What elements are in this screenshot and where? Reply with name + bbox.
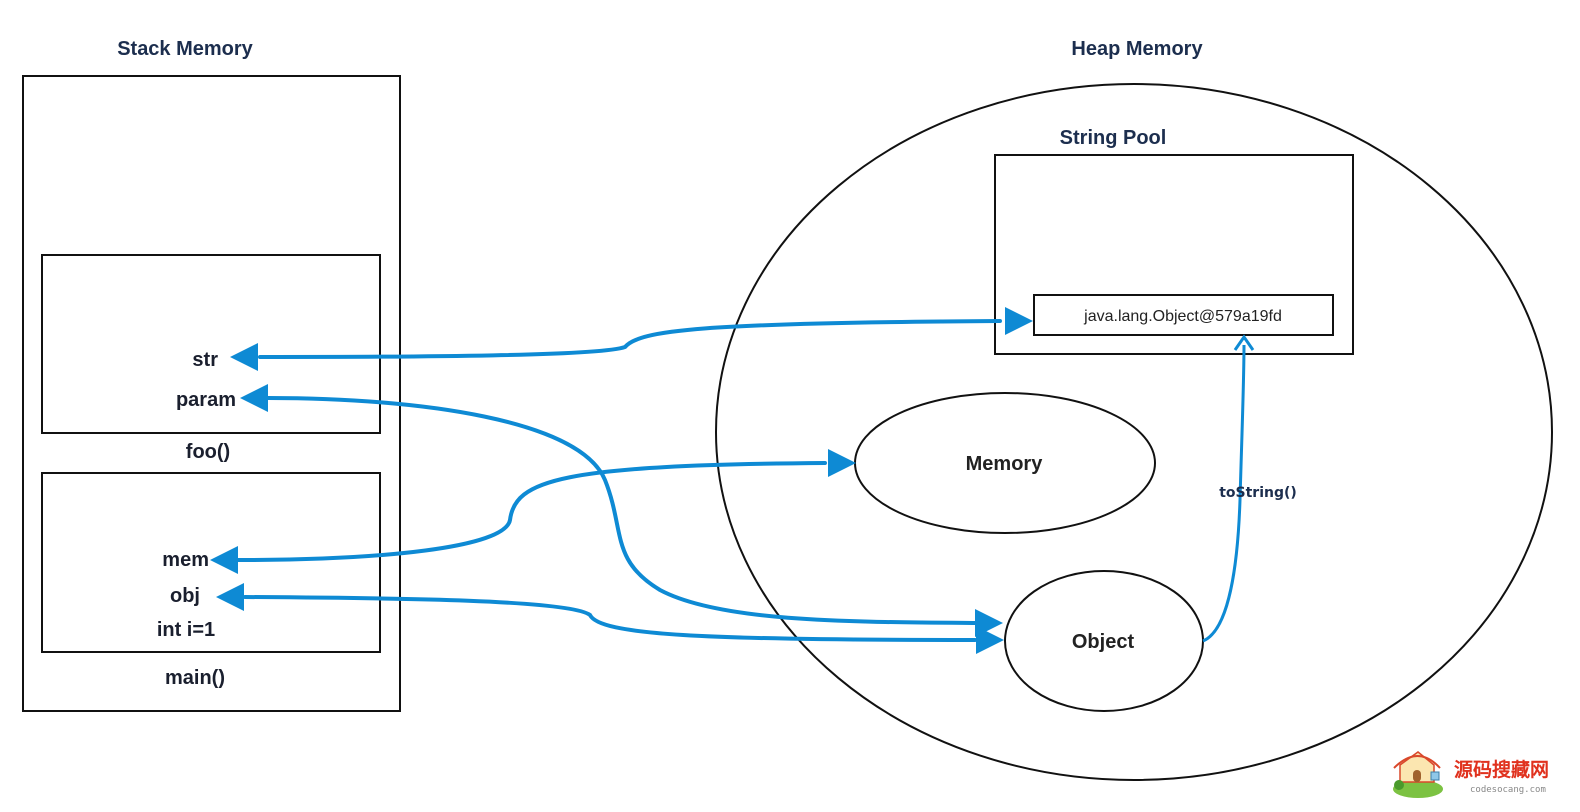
- string-pool-entry-box: [1033, 294, 1334, 336]
- string-pool-entry: java.lang.Object@579a19fd: [1083, 308, 1282, 325]
- main-frame-box: [41, 472, 381, 653]
- edge-line: [236, 461, 827, 562]
- arrowhead-str: [230, 343, 258, 371]
- foo-frame-label: foo(): [186, 441, 230, 463]
- heap-memory-ellipse: [715, 83, 1553, 781]
- tostring-label: toString(): [1219, 485, 1297, 501]
- main-frame-label: main(): [165, 667, 225, 689]
- edge-line: [1202, 344, 1246, 643]
- edge-line: [266, 396, 977, 625]
- foo-frame-box: [41, 254, 381, 434]
- edge-object-to-obj: [216, 583, 1004, 654]
- arrowhead-mem: [210, 546, 238, 574]
- var-obj: obj: [170, 585, 200, 607]
- string-pool-title: String Pool: [1060, 127, 1167, 149]
- stack-memory-box: [22, 75, 401, 712]
- var-str: str: [192, 349, 218, 371]
- object-label: Object: [1072, 631, 1135, 653]
- edge-memory-to-mem: [210, 449, 856, 574]
- var-param: param: [176, 389, 236, 411]
- arrowhead-tostring: [1233, 334, 1255, 351]
- arrowhead-memory: [828, 449, 856, 477]
- var-int-i: int i=1: [157, 619, 215, 641]
- edge-tostring: toString(): [1202, 334, 1297, 643]
- watermark-text-en: codesocang.com: [1470, 785, 1546, 795]
- var-mem: mem: [162, 549, 209, 571]
- edge-line: [258, 319, 1002, 359]
- string-pool-box: [994, 154, 1354, 355]
- edge-pool-to-str: [230, 307, 1033, 371]
- edge-line: [243, 595, 977, 642]
- arrowhead-object-b: [976, 626, 1004, 654]
- heap-memory-title: Heap Memory: [1071, 38, 1203, 60]
- arrowhead-pool-entry: [1005, 307, 1033, 335]
- watermark-text-cn: 源码搜藏网: [1454, 758, 1549, 781]
- house-logo-icon: [1393, 751, 1443, 798]
- stack-memory-title: Stack Memory: [117, 38, 253, 60]
- memory-object-label: Memory: [966, 453, 1044, 475]
- arrowhead-param: [240, 384, 268, 412]
- watermark: 源码搜藏网 codesocang.com: [1393, 751, 1549, 798]
- arrowhead-obj: [216, 583, 244, 611]
